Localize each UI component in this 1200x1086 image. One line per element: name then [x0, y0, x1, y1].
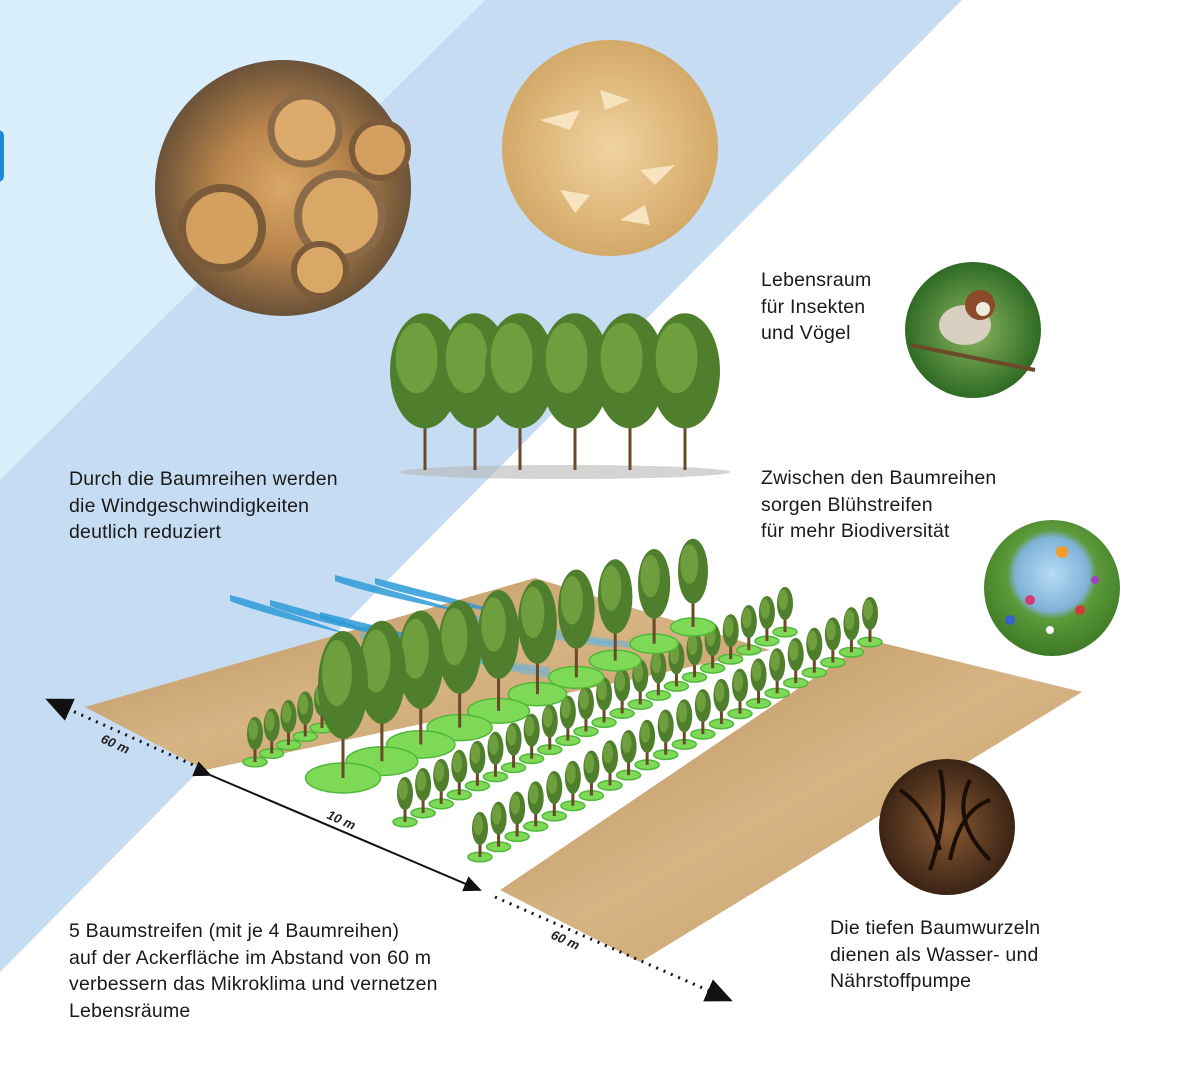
group-tree [485, 313, 555, 470]
caption-line: Zwischen den Baumreihen [761, 467, 997, 489]
caption-line: verbessern das Mikroklima und vernetzen [69, 973, 438, 995]
small-tree [275, 699, 302, 751]
small-tree [857, 596, 883, 648]
group-tree [540, 313, 610, 470]
caption-wind: Durch die Baumreihen werden die Windgesc… [69, 466, 338, 546]
large-tree [507, 579, 568, 707]
wind-swoosh [230, 595, 350, 635]
caption-line: für mehr Biodiversität [761, 520, 950, 542]
left-edge-accent [0, 130, 4, 182]
small-tree [410, 767, 436, 819]
small-tree [634, 719, 660, 771]
small-tree [681, 632, 708, 683]
wood-chips-photo [502, 40, 718, 256]
group-tree [390, 313, 460, 470]
small-tree [671, 699, 698, 750]
caption-line: Lebensraum [761, 269, 872, 291]
caption-line: deutlich reduziert [69, 521, 222, 543]
small-tree [555, 695, 581, 747]
small-tree [482, 731, 509, 783]
small-tree [754, 595, 780, 647]
small-tree [446, 749, 473, 801]
caption-line: und Vögel [761, 322, 851, 344]
right-field [500, 640, 1082, 962]
large-tree-row [304, 538, 717, 794]
small-tree [652, 709, 679, 761]
wind-swoosh [335, 575, 475, 615]
small-tree [504, 791, 530, 843]
dimension-label-right: 60 m [549, 927, 583, 953]
group-tree [595, 313, 665, 470]
dimension-label-strip: 10 m [325, 807, 359, 833]
small-tree [392, 776, 418, 828]
caption-line: Die tiefen Baumwurzeln [830, 917, 1041, 939]
small-tree [645, 650, 672, 701]
tree-roots-photo [879, 759, 1015, 895]
caption-line: auf der Ackerfläche im Abstand von 60 m [69, 946, 432, 969]
caption-line: Lebensräume [69, 999, 191, 1022]
small-tree [541, 770, 568, 822]
large-tree [669, 538, 717, 637]
small-tree [518, 713, 545, 765]
small-tree [708, 678, 735, 730]
small-tree [838, 607, 865, 658]
caption-line: für Insekten [761, 295, 866, 318]
caption-habitat: Lebensraum für Insekten und Vögel [761, 267, 871, 347]
caption-line: Nährstoffpumpe [830, 970, 972, 992]
caption-line: 5 Baumstreifen (mit je 4 Baumreihen) [69, 920, 400, 942]
large-tree [466, 590, 531, 724]
small-tree [609, 668, 635, 719]
small-tree [573, 686, 599, 738]
small-tree [560, 760, 586, 812]
small-tree [615, 730, 642, 781]
small-tree [467, 811, 493, 863]
small-tree [764, 648, 790, 699]
small-tree [522, 781, 549, 832]
caption-line: sorgen Blühstreifen [761, 493, 933, 516]
small-tree-rows [242, 586, 883, 863]
large-tree [629, 549, 680, 655]
small-tree [772, 586, 798, 638]
caption-line: Durch die Baumreihen werden [69, 468, 338, 490]
small-tree [242, 716, 268, 768]
small-tree [537, 704, 563, 756]
small-tree [745, 658, 772, 709]
small-tree [820, 617, 846, 669]
small-tree [597, 740, 623, 791]
large-tree [548, 569, 605, 690]
small-tree [801, 627, 828, 679]
tree-group-illustration [390, 313, 730, 479]
small-tree [736, 605, 762, 656]
wildflowers-photo [984, 520, 1120, 656]
small-tree [727, 668, 753, 720]
small-tree [500, 722, 527, 774]
small-tree [578, 750, 605, 802]
small-tree [428, 758, 454, 810]
small-tree [782, 637, 809, 689]
caption-flower-strips: Zwischen den Baumreihen sorgen Blühstrei… [761, 465, 996, 545]
caption-line: dienen als Wasser- und [830, 943, 1039, 966]
sparrow-bird-photo [905, 262, 1041, 398]
small-tree [464, 740, 491, 792]
large-tree [588, 559, 642, 672]
small-tree [485, 801, 512, 853]
small-tree [690, 689, 716, 740]
small-tree [259, 708, 285, 760]
caption-roots: Die tiefen Baumwurzeln dienen als Wasser… [830, 915, 1040, 995]
small-tree [292, 691, 318, 743]
large-tree [304, 631, 382, 794]
group-tree [650, 313, 720, 470]
firewood-logs-photo [155, 60, 411, 316]
caption-tree-strips: 5 Baumstreifen (mit je 4 Baumreihen) auf… [69, 918, 438, 1024]
small-tree [717, 614, 744, 665]
caption-line: die Windgeschwindigkeiten [69, 494, 310, 517]
small-tree [591, 677, 617, 729]
